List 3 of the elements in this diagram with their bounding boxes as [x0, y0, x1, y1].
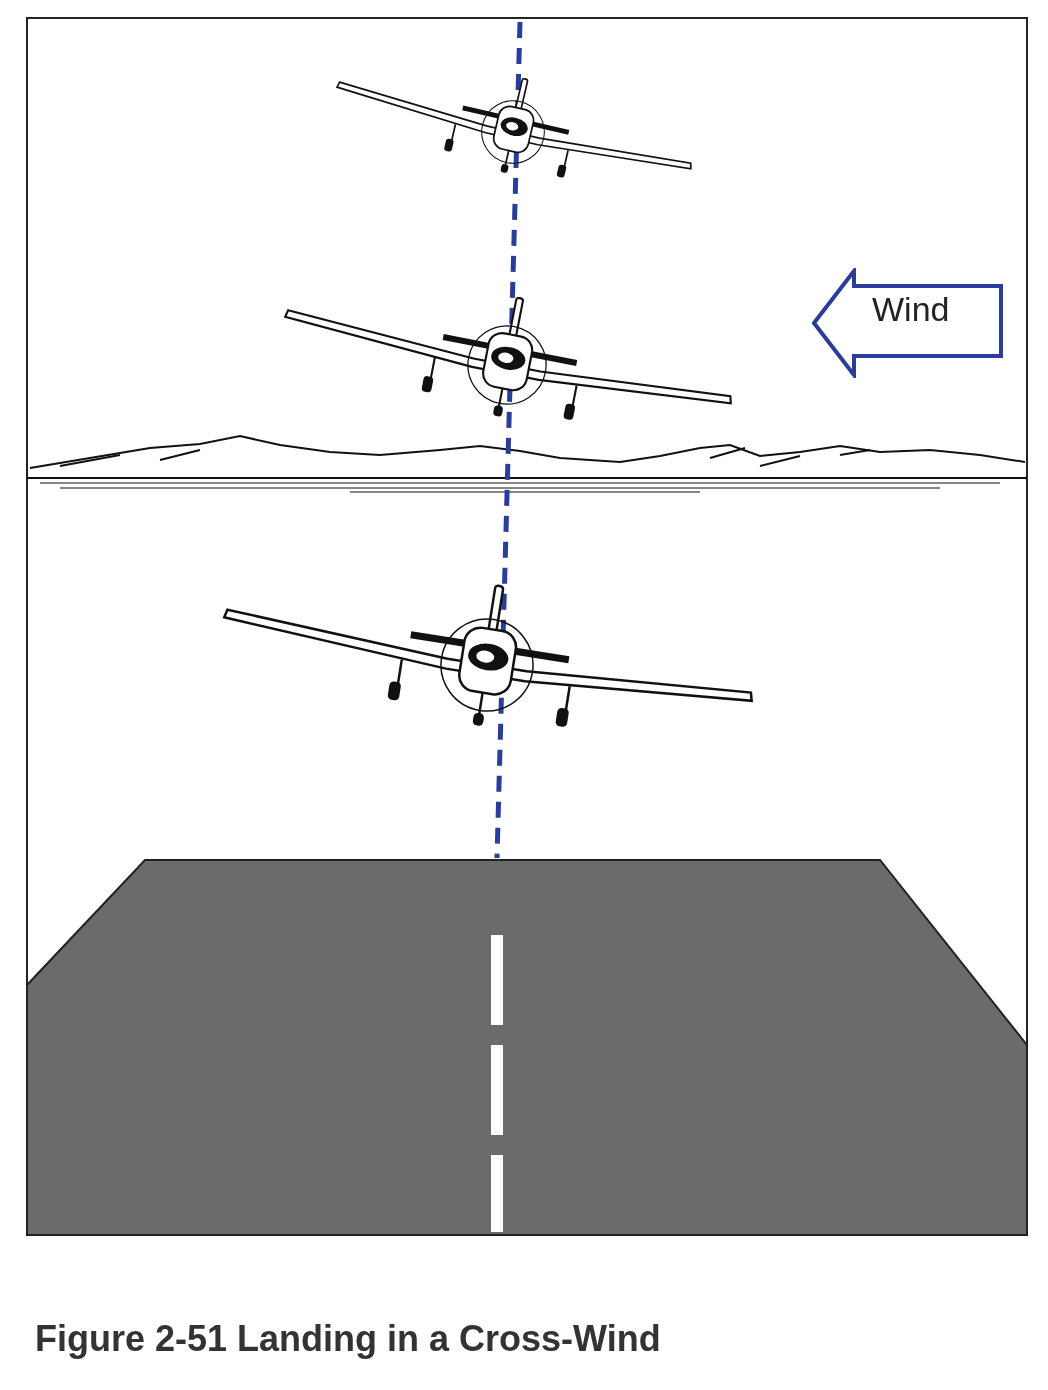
wind-arrow: [812, 268, 1004, 378]
figure-caption: Figure 2-51 Landing in a Cross-Wind: [35, 1318, 661, 1360]
wind-label: Wind: [872, 290, 950, 329]
